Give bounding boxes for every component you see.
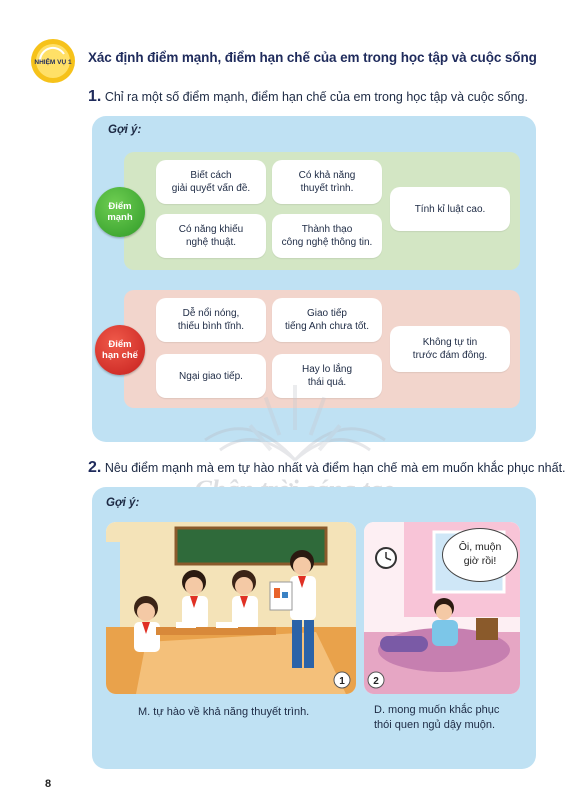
hint-label-1: Gợi ý: <box>108 124 142 136</box>
strength-item: Có năng khiếu nghệ thuật. <box>156 214 266 258</box>
weakness-item-line1: Ngại giao tiếp. <box>179 370 243 382</box>
weakness-item-line2: trước đám đông. <box>412 350 488 361</box>
weakness-item-line2: thái quá. <box>307 377 347 388</box>
weaknesses-label-line2: hạn chế <box>102 350 138 361</box>
hint-label-2: Gợi ý: <box>106 497 140 509</box>
question-2-number: 2. <box>88 459 102 476</box>
strength-item-line2: công nghệ thông tin. <box>281 237 373 248</box>
caption-2: D. mong muốn khắc phục thói quen ngủ dậy… <box>374 703 499 733</box>
strength-item-line1: Có năng khiếu <box>178 224 244 235</box>
caption-1: M. tự hào về khả năng thuyết trình. <box>138 706 310 718</box>
strength-item: Tính kỉ luật cao. <box>390 187 510 231</box>
weakness-item: Hay lo lắng thái quá. <box>272 354 382 398</box>
question-2-text: Nêu điểm mạnh mà em tự hào nhất và điểm … <box>104 461 566 475</box>
question-2: 2. Nêu điểm mạnh mà em tự hào nhất và đi… <box>88 459 566 477</box>
question-1: 1. Chỉ ra một số điểm mạnh, điểm hạn chế… <box>88 88 528 106</box>
strength-item: Biết cách giải quyết vấn đề. <box>156 160 266 204</box>
weakness-item: Giao tiếp tiếng Anh chưa tốt. <box>272 298 382 342</box>
strengths-label-line2: mạnh <box>107 212 133 223</box>
speech-bubble: Ôi, muộn giờ rồi! <box>442 528 518 582</box>
strength-item-line2: nghệ thuật. <box>185 237 237 248</box>
strength-item: Có khả năng thuyết trình. <box>272 160 382 204</box>
classroom-illustration: 1 <box>106 522 356 694</box>
caption-2-line2: thói quen ngủ dậy muộn. <box>374 719 496 731</box>
strength-item-line1: Tính kỉ luật cao. <box>414 203 486 215</box>
weakness-item: Ngại giao tiếp. <box>156 354 266 398</box>
strength-item-line1: Thành thạo <box>301 224 353 235</box>
strength-item-line2: giải quyết vấn đề. <box>171 183 251 194</box>
strength-item-line2: thuyết trình. <box>300 183 354 194</box>
weakness-item-line2: tiếng Anh chưa tốt. <box>285 321 369 332</box>
weakness-item-line1: Giao tiếp <box>306 308 347 319</box>
bedroom-illustration: 2 Ôi, muộn giờ rồi! <box>364 522 520 694</box>
weakness-item: Không tự tin trước đám đông. <box>390 326 510 372</box>
weaknesses-label-line1: Điểm <box>108 339 132 350</box>
illustration-2-number: 2 <box>373 676 379 687</box>
question-1-text: Chỉ ra một số điểm mạnh, điểm hạn chế củ… <box>104 90 528 104</box>
weakness-item-line1: Hay lo lắng <box>301 364 353 375</box>
strength-item-line1: Biết cách <box>190 170 232 181</box>
caption-2-line1: D. mong muốn khắc phục <box>374 704 500 716</box>
page-title: Xác định điểm mạnh, điểm hạn chế của em … <box>88 50 537 65</box>
strength-item-line1: Có khả năng <box>298 170 356 181</box>
weakness-item: Dễ nổi nóng, thiếu bình tĩnh. <box>156 298 266 342</box>
weakness-item-line1: Không tự tin <box>422 337 478 348</box>
illustration-1-number: 1 <box>339 676 345 687</box>
task-badge-icon: NHIỆM VỤ 1 <box>31 39 75 83</box>
strength-item: Thành thạo công nghệ thông tin. <box>272 214 382 258</box>
classroom-scene-image: 1 <box>106 522 356 694</box>
task-badge-label: NHIỆM VỤ 1 <box>34 57 72 66</box>
strengths-label-line1: Điểm <box>108 201 132 212</box>
weakness-item-line2: thiếu bình tĩnh. <box>177 321 245 332</box>
speech-line1: Ôi, muộn <box>458 541 502 553</box>
page-number: 8 <box>45 778 52 790</box>
question-1-number: 1. <box>88 88 102 105</box>
weakness-item-line1: Dễ nổi nóng, <box>182 308 240 319</box>
speech-line2: giờ rồi! <box>463 555 497 567</box>
